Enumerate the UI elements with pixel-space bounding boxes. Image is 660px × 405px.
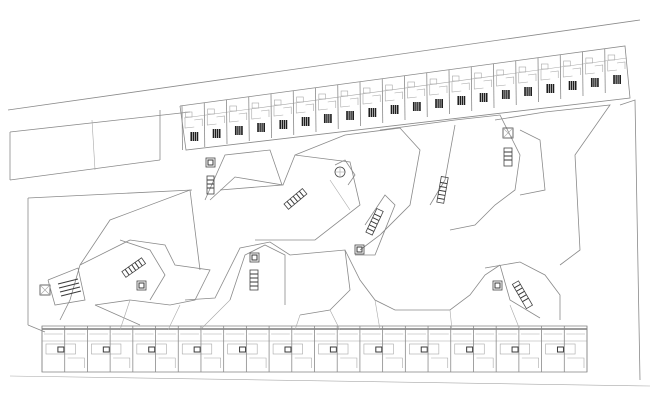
site-boundary — [7, 19, 651, 387]
circulation-cores — [39, 127, 534, 310]
south-unit — [245, 326, 268, 372]
south-unit — [132, 326, 167, 372]
north-unit — [248, 96, 270, 142]
south-housing-block — [41, 325, 588, 373]
south-unit — [450, 326, 485, 372]
south-unit — [336, 326, 358, 372]
south-unit — [109, 326, 131, 372]
north-unit — [270, 93, 292, 139]
south-unit — [495, 326, 530, 372]
north-unit — [426, 72, 448, 118]
north-unit — [515, 60, 537, 106]
south-unit — [563, 326, 585, 372]
north-unit — [493, 63, 515, 109]
south-unit — [473, 326, 495, 372]
north-unit — [315, 87, 337, 133]
south-unit — [359, 326, 394, 372]
north-unit — [470, 66, 492, 112]
south-unit — [41, 326, 76, 372]
north-unit — [404, 75, 426, 121]
north-unit — [604, 48, 626, 94]
north-housing-block — [179, 45, 631, 151]
north-unit — [203, 102, 225, 148]
courtyard-pavilions — [59, 104, 611, 326]
north-unit — [559, 54, 581, 100]
north-unit — [448, 69, 470, 115]
north-unit — [359, 81, 381, 127]
south-unit — [314, 326, 349, 372]
north-unit — [292, 90, 314, 136]
south-unit — [541, 326, 576, 372]
south-unit — [291, 326, 313, 372]
north-unit — [226, 99, 248, 145]
south-unit — [177, 326, 213, 372]
south-unit — [200, 326, 222, 372]
south-unit — [268, 326, 303, 372]
south-unit — [518, 326, 540, 372]
north-unit — [181, 105, 203, 151]
south-unit — [382, 326, 404, 372]
south-unit — [404, 326, 440, 372]
north-unit — [582, 51, 604, 97]
courtyard-paths — [119, 299, 521, 331]
north-unit — [537, 57, 559, 103]
north-unit — [337, 84, 359, 130]
north-unit — [381, 78, 403, 124]
south-unit — [64, 326, 86, 372]
south-unit — [427, 326, 449, 372]
south-unit — [223, 326, 258, 372]
south-unit — [155, 326, 177, 372]
south-unit — [87, 326, 122, 372]
